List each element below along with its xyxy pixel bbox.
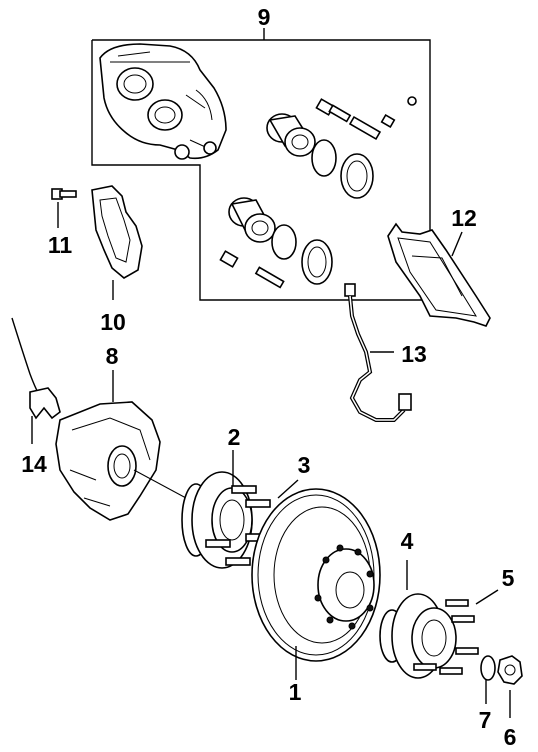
spindle-nut [497, 655, 523, 718]
callout-11: 11 [48, 232, 73, 258]
brake-hose [344, 283, 412, 422]
inner-hub [181, 450, 299, 569]
bracket-bolt [51, 188, 77, 228]
callout-9: 9 [258, 4, 271, 30]
callout-2: 2 [228, 424, 241, 450]
callout-7: 7 [479, 707, 492, 733]
callout-8: 8 [106, 343, 119, 369]
washer [480, 655, 496, 704]
callout-4: 4 [401, 528, 414, 554]
callout-10: 10 [100, 309, 126, 335]
caliper-kit-outline [91, 28, 431, 301]
caliper-bolts-lower [219, 250, 285, 289]
callout-3: 3 [298, 452, 311, 478]
piston-lower [228, 197, 333, 285]
callout-12: 12 [451, 205, 477, 231]
callout-13: 13 [401, 341, 427, 367]
splash-shield [55, 370, 187, 521]
abs-sensor [11, 317, 61, 444]
callout-6: 6 [504, 724, 517, 750]
piston-upper [266, 113, 374, 199]
callout-1: 1 [289, 679, 302, 705]
brake-rotor [251, 488, 381, 680]
brake-pads [387, 222, 491, 327]
caliper-bracket [91, 185, 143, 300]
caliper-bolts-upper [315, 96, 417, 141]
caliper-body [99, 43, 227, 160]
callout-5: 5 [502, 565, 515, 591]
outer-hub [379, 560, 499, 679]
callout-14: 14 [21, 451, 47, 477]
